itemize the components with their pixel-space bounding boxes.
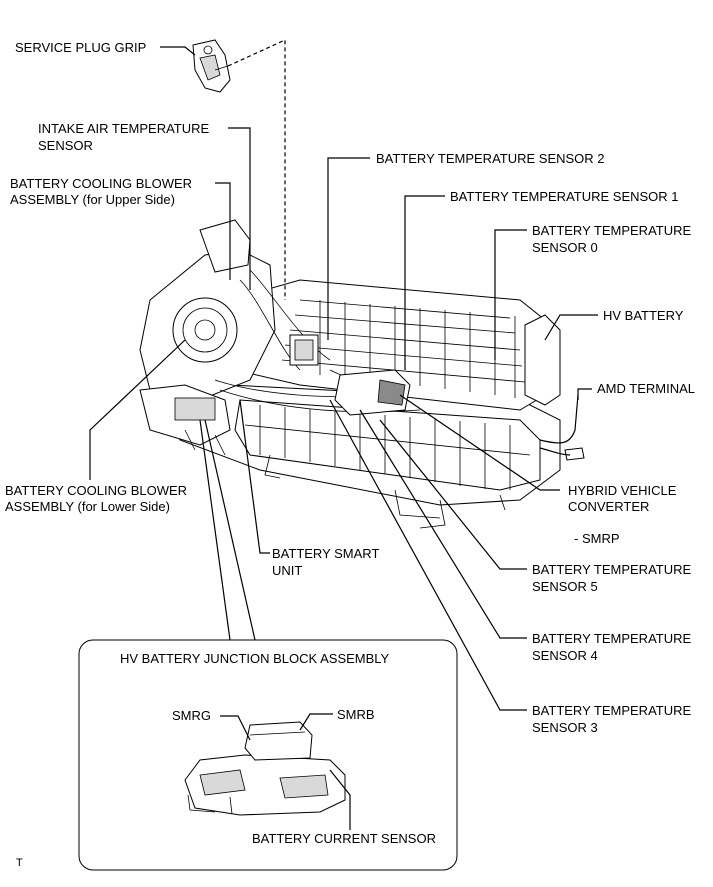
- label-smrg: SMRG: [172, 708, 211, 723]
- label-temp-sensor-0-line1: BATTERY TEMPERATURE: [532, 223, 691, 238]
- junction-block-inset: [78, 639, 458, 871]
- leader-lines: [89, 39, 598, 711]
- label-smrb: SMRB: [337, 707, 375, 722]
- corner-mark: T: [16, 857, 23, 869]
- label-blower-upper-line1: BATTERY COOLING BLOWER: [10, 176, 192, 191]
- hv-battery-assembly-drawing: [139, 219, 585, 529]
- label-temp-sensor-1: BATTERY TEMPERATURE SENSOR 1: [450, 189, 679, 204]
- labels: SERVICE PLUG GRIP INTAKE AIR TEMPERATURE…: [5, 40, 695, 869]
- label-temp-sensor-2: BATTERY TEMPERATURE SENSOR 2: [376, 151, 605, 166]
- label-blower-upper-line2: ASSEMBLY (for Upper Side): [10, 192, 175, 207]
- label-hybrid-converter-line1: HYBRID VEHICLE: [568, 483, 677, 498]
- label-blower-lower-line1: BATTERY COOLING BLOWER: [5, 483, 187, 498]
- label-temp-sensor-4-line1: BATTERY TEMPERATURE: [532, 631, 691, 646]
- label-intake-air-temp-line1: INTAKE AIR TEMPERATURE: [38, 121, 210, 136]
- label-smrp: - SMRP: [574, 531, 620, 546]
- label-intake-air-temp-line2: SENSOR: [38, 138, 93, 153]
- label-current-sensor: BATTERY CURRENT SENSOR: [252, 831, 436, 846]
- label-hybrid-converter-line2: CONVERTER: [568, 499, 649, 514]
- label-temp-sensor-5-line2: SENSOR 5: [532, 579, 598, 594]
- label-temp-sensor-3-line2: SENSOR 3: [532, 720, 598, 735]
- label-amd-terminal: AMD TERMINAL: [597, 381, 695, 396]
- label-temp-sensor-5-line1: BATTERY TEMPERATURE: [532, 562, 691, 577]
- label-blower-lower-line2: ASSEMBLY (for Lower Side): [5, 499, 170, 514]
- label-service-plug-grip: SERVICE PLUG GRIP: [15, 40, 146, 55]
- label-smart-unit-line2: UNIT: [272, 563, 302, 578]
- label-smart-unit-line1: BATTERY SMART: [272, 546, 379, 561]
- label-hv-battery: HV BATTERY: [603, 308, 684, 323]
- label-temp-sensor-3-line1: BATTERY TEMPERATURE: [532, 703, 691, 718]
- label-temp-sensor-4-line2: SENSOR 4: [532, 648, 598, 663]
- label-temp-sensor-0-line2: SENSOR 0: [532, 240, 598, 255]
- service-plug-grip-drawing: [192, 39, 231, 93]
- label-junction-block: HV BATTERY JUNCTION BLOCK ASSEMBLY: [120, 651, 390, 666]
